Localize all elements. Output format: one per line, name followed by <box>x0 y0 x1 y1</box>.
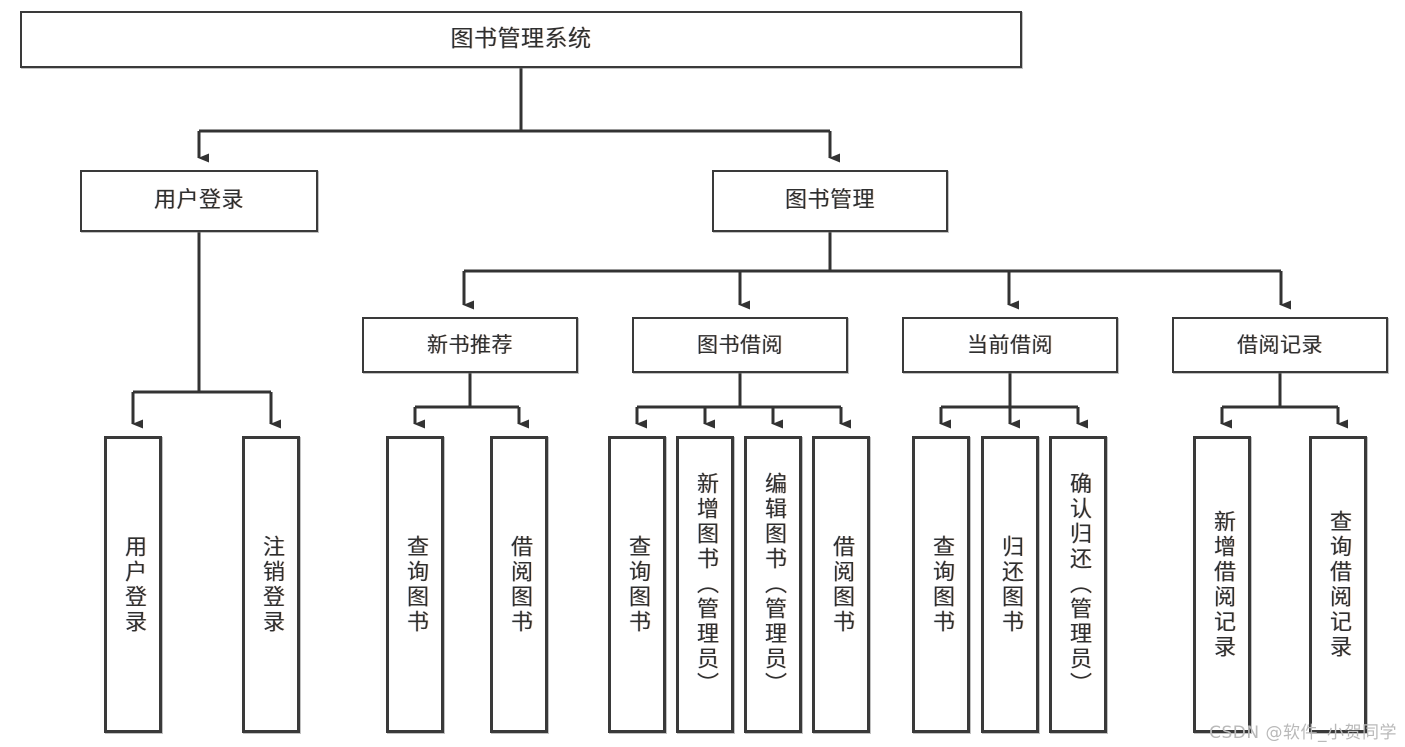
node-label: 查询图书 <box>928 534 954 635</box>
leaf-edit-book-admin[interactable]: 编辑图书（管理员） <box>744 436 802 733</box>
leaf-add-borrow-record[interactable]: 新增借阅记录 <box>1193 436 1251 733</box>
leaf-query-books-borrowing[interactable]: 查询图书 <box>608 436 666 733</box>
node-label: 图书借阅 <box>697 332 783 357</box>
node-label: 用户登录 <box>120 534 146 635</box>
node-book-management[interactable]: 图书管理 <box>712 170 948 232</box>
node-label: 查询图书 <box>624 534 650 635</box>
node-user-login[interactable]: 用户登录 <box>80 170 318 232</box>
leaf-query-books-recommendation[interactable]: 查询图书 <box>386 436 444 733</box>
leaf-return-books[interactable]: 归还图书 <box>981 436 1039 733</box>
node-book-borrowing[interactable]: 图书借阅 <box>632 317 848 373</box>
node-label: 注销登录 <box>258 534 284 635</box>
node-label: 查询图书 <box>402 534 428 635</box>
node-label: 确认归还（管理员） <box>1065 472 1091 697</box>
node-label: 图书管理 <box>784 187 875 213</box>
leaf-borrow-books-borrowing[interactable]: 借阅图书 <box>812 436 870 733</box>
leaf-logout[interactable]: 注销登录 <box>242 436 300 733</box>
leaf-query-borrow-record[interactable]: 查询借阅记录 <box>1309 436 1367 733</box>
node-label: 查询借阅记录 <box>1325 509 1351 660</box>
node-new-book-recommendation[interactable]: 新书推荐 <box>362 317 578 373</box>
leaf-borrow-books-recommendation[interactable]: 借阅图书 <box>490 436 548 733</box>
node-current-borrowing[interactable]: 当前借阅 <box>902 317 1118 373</box>
node-root-system[interactable]: 图书管理系统 <box>20 11 1022 68</box>
node-label: 当前借阅 <box>967 332 1053 357</box>
node-label: 新增借阅记录 <box>1209 509 1235 660</box>
leaf-add-book-admin[interactable]: 新增图书（管理员） <box>676 436 734 733</box>
node-label: 图书管理系统 <box>450 25 592 52</box>
node-label: 借阅图书 <box>506 534 532 635</box>
leaf-query-books-current[interactable]: 查询图书 <box>912 436 970 733</box>
node-label: 新增图书（管理员） <box>692 472 718 697</box>
node-label: 归还图书 <box>997 534 1023 635</box>
node-label: 新书推荐 <box>427 332 513 357</box>
node-label: 用户登录 <box>153 187 244 213</box>
leaf-confirm-return-admin[interactable]: 确认归还（管理员） <box>1049 436 1107 733</box>
node-label: 借阅图书 <box>828 534 854 635</box>
node-label: 借阅记录 <box>1237 332 1323 357</box>
leaf-user-login[interactable]: 用户登录 <box>104 436 162 733</box>
node-label: 编辑图书（管理员） <box>760 472 786 697</box>
watermark-text: CSDN @软件_小贺同学 <box>1209 723 1397 743</box>
node-borrow-records[interactable]: 借阅记录 <box>1172 317 1388 373</box>
